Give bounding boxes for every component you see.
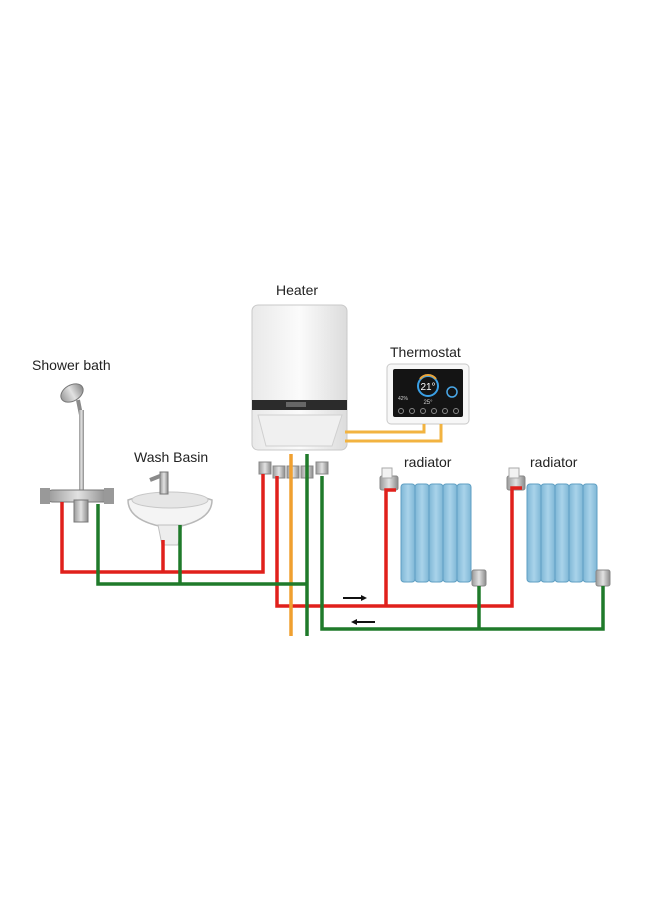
- thermostat-touch-buttons: [398, 408, 459, 414]
- hot-pipe-heating-flow: [275, 476, 522, 608]
- thermostat-device: 21° 25° 42%: [386, 363, 470, 425]
- radiator-1-valve-cap: [381, 467, 393, 479]
- heater-fitting-5: [315, 461, 329, 475]
- hot-water-pipes: [60, 474, 522, 608]
- cold-pipe-domestic: [96, 504, 307, 586]
- thermostat-wiring: [345, 424, 443, 443]
- radiator-2-valve-cap: [508, 467, 520, 479]
- thermostat-btn-1: [398, 408, 404, 414]
- radiator-1-label: radiator: [404, 454, 452, 470]
- flow-arrows: [343, 595, 375, 625]
- thermostat-dial-accent: [419, 374, 437, 380]
- basin-tap: [159, 471, 169, 495]
- thermostat-humidity: 42%: [398, 396, 409, 402]
- flow-arrow-right-head: [361, 595, 367, 601]
- heater-fitting-1: [258, 461, 272, 475]
- basin-label: Wash Basin: [134, 449, 209, 465]
- wash-basin: [127, 471, 213, 546]
- thermostat-btn-5: [442, 408, 448, 414]
- thermostat-wire-1: [345, 424, 426, 434]
- radiator-1-fin-3: [428, 483, 444, 583]
- heater-body: [251, 304, 348, 451]
- radiator-2-fin-1: [526, 483, 542, 583]
- radiator-2-fin-2: [540, 483, 556, 583]
- radiator-1-fin-2: [414, 483, 430, 583]
- heater-fitting-2: [272, 465, 286, 479]
- heater-unit: [251, 304, 348, 479]
- shower-bath: [40, 383, 114, 523]
- radiator-2: [506, 467, 611, 587]
- radiator-1-fin-4: [442, 483, 458, 583]
- thermostat-wire-2: [345, 424, 443, 443]
- radiator-2-fin-4: [568, 483, 584, 583]
- thermostat-btn-4: [431, 408, 437, 414]
- thermostat-screen: [393, 369, 463, 417]
- thermostat-btn-2: [409, 408, 415, 414]
- return-pipe-heating: [320, 476, 605, 631]
- radiator-2-fin-3: [554, 483, 570, 583]
- radiator-2-label: radiator: [530, 454, 578, 470]
- basin-spout: [149, 474, 161, 482]
- radiator-1: [379, 467, 487, 587]
- cold-return-pipes: [96, 454, 605, 636]
- shower-spout: [73, 499, 89, 523]
- thermostat-mini-gauge: [446, 386, 458, 398]
- basin-rim: [131, 491, 209, 509]
- thermostat-btn-3: [420, 408, 426, 414]
- heater-fitting-3: [286, 465, 300, 479]
- hot-pipe-radiator-1-feed: [384, 488, 396, 606]
- shower-valve-left: [40, 488, 50, 504]
- radiator-1-outlet-valve: [471, 569, 487, 587]
- thermostat-temp: 21°: [420, 382, 435, 393]
- shower-label: Shower bath: [32, 357, 111, 373]
- radiator-1-fin-1: [400, 483, 416, 583]
- thermostat-label: Thermostat: [390, 344, 461, 360]
- thermostat-setpoint: 25°: [423, 400, 433, 406]
- shower-valve-right: [104, 488, 114, 504]
- thermostat-dial-ring: [417, 375, 439, 397]
- radiator-2-outlet-valve: [595, 569, 611, 587]
- heater-control-panel: [286, 402, 306, 407]
- shower-riser: [79, 410, 84, 490]
- heater-label: Heater: [276, 282, 319, 298]
- heater-lower-cover: [257, 414, 343, 447]
- radiator-2-fin-5: [582, 483, 598, 583]
- radiator-1-fin-5: [456, 483, 472, 583]
- thermostat-btn-6: [453, 408, 459, 414]
- shower-head: [60, 383, 84, 403]
- flow-arrow-left-head: [351, 619, 357, 625]
